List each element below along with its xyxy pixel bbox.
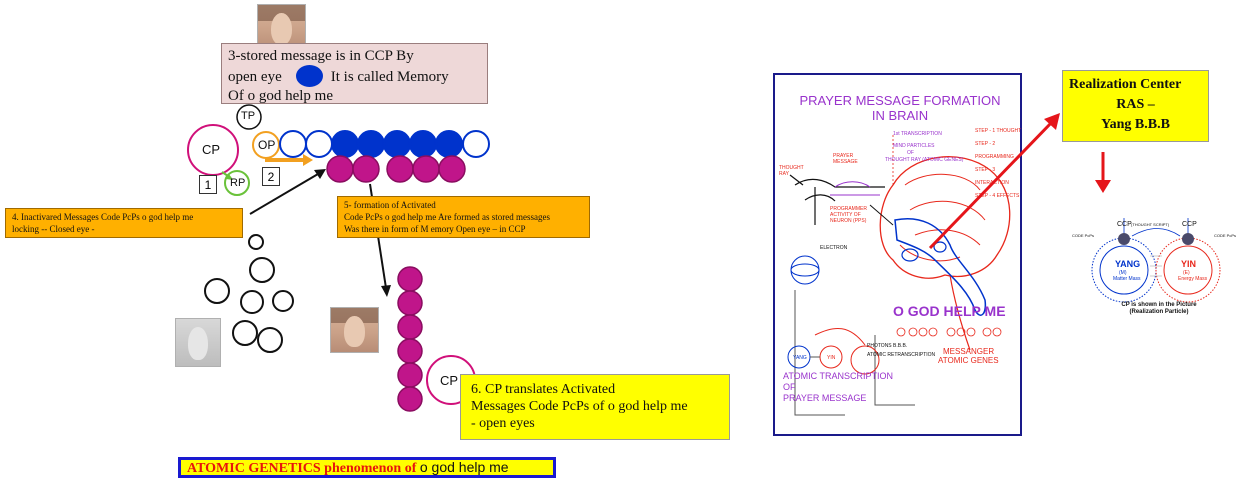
- label-yang: YANG: [793, 355, 807, 361]
- formation-line1: 5- formation of Activated: [344, 200, 436, 210]
- memory-line2b: It is called Memory: [330, 69, 449, 85]
- bottom-left-line1: ATOMIC TRANSCRIPTION: [783, 371, 894, 381]
- inactive-circles: [204, 234, 294, 353]
- blue-dot: [295, 65, 323, 87]
- messanger-line1: MESSANGER: [943, 347, 995, 356]
- red-arrow-head-diagonal: [1044, 113, 1060, 130]
- label-photons: PHOTONS B.B.B.: [867, 343, 908, 349]
- step-number-2: 2: [262, 167, 280, 186]
- step-2: STEP - 2 PROGRAMMING: [975, 141, 1014, 160]
- yin-yang-figure: [1091, 218, 1221, 303]
- label-yin: YIN: [827, 355, 836, 361]
- brain-title-line1: PRAYER MESSAGE FORMATION: [799, 93, 1001, 108]
- cp-label: CP: [202, 142, 221, 157]
- orange-arrow-head: [303, 154, 313, 166]
- op-label: OP: [258, 138, 276, 152]
- black-arrow-down: [381, 285, 391, 297]
- cp-bottom-label: CP: [440, 373, 459, 388]
- yin-sub: (E): [1183, 270, 1190, 276]
- ccp1-note: (THOUGHT SCRIPT): [1131, 222, 1170, 227]
- translate-box: 6. CP translates Activated Messages Code…: [460, 374, 730, 440]
- inactivated-box: 4. Inactivared Messages Code PcPs o god …: [5, 208, 243, 238]
- ras-line3: Yang B.B.B: [1101, 117, 1170, 132]
- rp-label: RP: [230, 177, 246, 189]
- code-right: CODE PcPs: [1214, 233, 1237, 238]
- formation-line3: Was there in form of M emory Open eye – …: [344, 224, 526, 234]
- memory-line2a: open eye: [228, 69, 282, 85]
- memory-box: 3-stored message is in CCP By open eye It…: [221, 43, 488, 104]
- translate-line1: 6. CP translates Activated: [471, 382, 616, 397]
- step-number-1: 1: [199, 175, 217, 194]
- label-prayer-message: PRAYER MESSAGE: [833, 153, 858, 165]
- formation-line2: Code PcPs o god help me Are formed as st…: [344, 212, 550, 222]
- footer-part1: ATOMIC GENETICS phenomenon of: [187, 461, 420, 476]
- code-left: CODE PcPs: [1072, 233, 1095, 238]
- brain-drawing: [787, 135, 1011, 416]
- formation-box: 5- formation of Activated Code PcPs o go…: [337, 196, 590, 238]
- label-thought-ray: THOUGHT RAY (ATOMIC GENES): [885, 157, 964, 163]
- yin-label: YIN: [1181, 259, 1197, 269]
- memory-line3: Of o god help me: [228, 88, 333, 104]
- inactivated-line1: 4. Inactivared Messages Code PcPs o god …: [12, 212, 194, 222]
- footer-caption: ATOMIC GENETICS phenomenon of o god help…: [178, 457, 556, 478]
- label-or: OF: [907, 150, 914, 156]
- label-atomic-retrans: ATOMIC RETRANSCRIPTION: [867, 352, 936, 358]
- yang-sub2: Matter Mass: [1113, 276, 1141, 282]
- ras-line2: RAS –: [1116, 97, 1155, 112]
- memory-line1: 3-stored message is in CCP By: [228, 48, 414, 64]
- label-electron: ELECTRON: [820, 245, 848, 251]
- black-arrow-up: [314, 169, 326, 179]
- yang-sub: (M): [1119, 270, 1127, 276]
- ccp1-label: CCP: [1117, 221, 1132, 228]
- brain-title-line2: IN BRAIN: [871, 108, 929, 123]
- genetics-diagram: [187, 104, 490, 412]
- bottom-left-line3: PRAYER MESSAGE: [783, 393, 867, 403]
- bottom-left-line2: OF: [783, 382, 796, 392]
- ccp2-label: CCP: [1182, 221, 1197, 228]
- yin-sub2: Energy Mass: [1178, 276, 1208, 282]
- label-programmer: PROGRAMMER ACTIVITY OF NEURON (PPS): [830, 206, 867, 224]
- messanger-line2: ATOMIC GENES: [938, 356, 999, 365]
- red-arrow-head-down: [1095, 180, 1111, 193]
- footer-part2: o god help me: [419, 459, 509, 475]
- yin-yang-caption2: (Realization Particle): [1129, 309, 1189, 315]
- face-image-closed-eyes: [175, 318, 221, 367]
- label-mind: MIND PARTICLES: [893, 143, 935, 149]
- translate-line3: - open eyes: [471, 416, 535, 431]
- tp-circle: [236, 104, 262, 130]
- step-4: STEP - 4 EFFECTS: [975, 193, 1020, 199]
- brain-figure: PRAYER MESSAGE FORMATION IN BRAIN: [773, 73, 1022, 436]
- face-image-open-eyes: [330, 307, 379, 353]
- prayer-text: O GOD HELP ME: [893, 303, 1006, 319]
- vertical-magenta-chain: [397, 266, 423, 412]
- inactivated-line2: locking -- Closed eye -: [12, 224, 95, 234]
- magenta-chain: [326, 155, 466, 183]
- step-1: STEP - 1 THOUGHT: [975, 128, 1022, 134]
- tp-label: TP: [241, 110, 256, 122]
- translate-line2: Messages Code PcPs of o god help me: [471, 399, 688, 414]
- blue-chain: [279, 130, 490, 158]
- ras-line1: Realization Center: [1069, 77, 1182, 92]
- yin-yang-caption1: CP is shown in the Picture: [1121, 302, 1197, 308]
- label-transcription: 1st TRANSCRIPTION: [893, 131, 942, 137]
- label-thought: THOUGHT RAY: [779, 165, 804, 177]
- ras-box: Realization Center RAS – Yang B.B.B: [1062, 70, 1209, 142]
- yang-label: YANG: [1115, 259, 1141, 269]
